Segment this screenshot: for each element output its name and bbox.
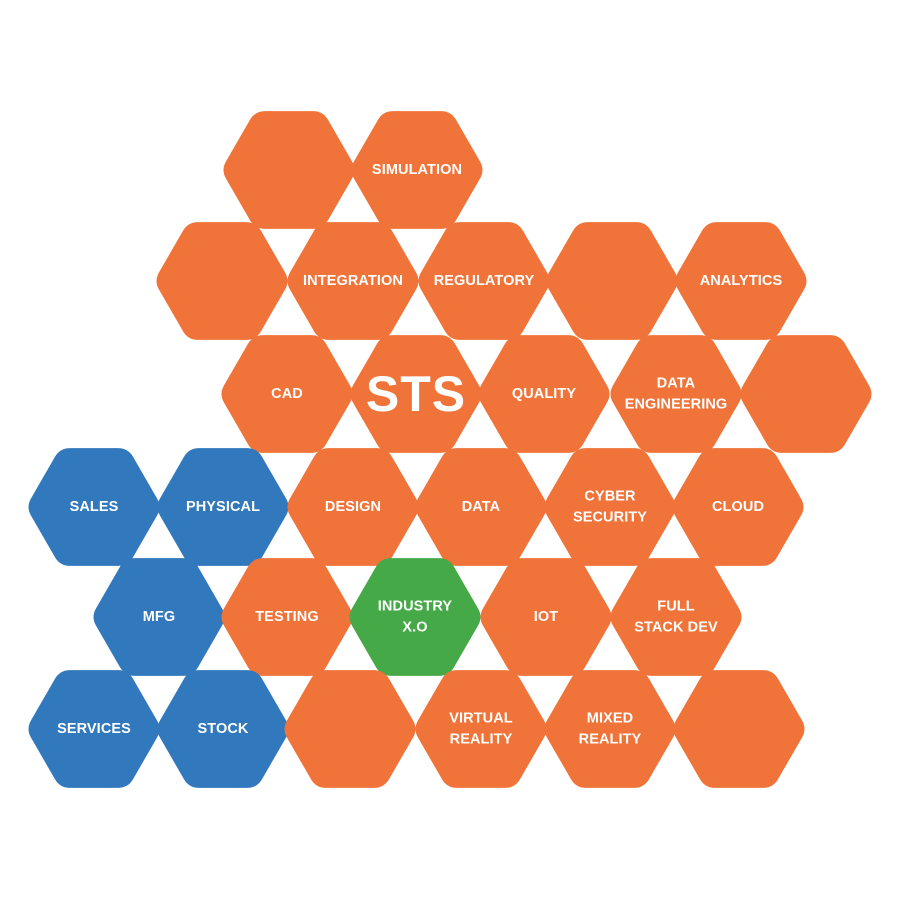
hex-shape (28, 448, 160, 566)
hex-blank-2 (156, 222, 288, 340)
hex-label: CLOUD (712, 499, 764, 515)
hex-label: DATA (657, 376, 696, 392)
hex-shape (287, 448, 419, 566)
hex-label: ENGINEERING (625, 397, 728, 413)
hex-iot: IOT (480, 558, 612, 676)
hex-mfg: MFG (93, 558, 225, 676)
hex-shape (610, 558, 742, 676)
hex-shape (351, 111, 483, 229)
hex-shape (672, 448, 804, 566)
hex-label: REALITY (579, 732, 642, 748)
hex-label: VIRTUAL (449, 711, 513, 727)
hex-label: QUALITY (512, 386, 577, 402)
hex-label: MIXED (587, 711, 633, 727)
hex-label: STACK DEV (634, 620, 718, 636)
hex-label: REGULATORY (434, 273, 535, 289)
hex-mixed-reality: MIXED REALITY (544, 670, 676, 788)
hex-label: SIMULATION (372, 162, 462, 178)
hex-shape (740, 335, 872, 453)
hex-shape (673, 670, 805, 788)
hex-shape (480, 558, 612, 676)
hex-shape (93, 558, 225, 676)
hex-shape (156, 222, 288, 340)
hex-cyber-security: CYBER SECURITY (544, 448, 676, 566)
hex-label: CAD (271, 386, 303, 402)
hex-full-stack-dev: FULL STACK DEV (610, 558, 742, 676)
hex-label: STOCK (198, 721, 249, 737)
hex-label: REALITY (450, 732, 513, 748)
hex-label: DESIGN (325, 499, 381, 515)
hex-data-engineering: DATA ENGINEERING (610, 335, 742, 453)
hex-quality: QUALITY (478, 335, 610, 453)
hex-label: SERVICES (57, 721, 131, 737)
hex-shape (544, 448, 676, 566)
hex-shape (349, 558, 481, 676)
hex-shape (675, 222, 807, 340)
hex-label: TESTING (255, 609, 319, 625)
hex-simulation: SIMULATION (351, 111, 483, 229)
hex-analytics: ANALYTICS (675, 222, 807, 340)
hex-label: INTEGRATION (303, 273, 403, 289)
hex-label: MFG (143, 609, 176, 625)
hex-shape (221, 335, 353, 453)
hex-label: FULL (657, 599, 694, 615)
hex-blank-5 (284, 670, 416, 788)
hex-label: CYBER (584, 489, 636, 505)
hex-label: SALES (70, 499, 119, 515)
hex-industry-xo: INDUSTRY X.O (349, 558, 481, 676)
hex-shape (287, 222, 419, 340)
hex-shape (221, 558, 353, 676)
hex-sales: SALES (28, 448, 160, 566)
hex-label: ANALYTICS (700, 273, 783, 289)
hex-label: PHYSICAL (186, 499, 260, 515)
hex-label: IOT (534, 609, 559, 625)
hex-shape (223, 111, 355, 229)
hex-cad: CAD (221, 335, 353, 453)
hex-blank-3 (546, 222, 678, 340)
hex-cloud: CLOUD (672, 448, 804, 566)
hex-stock: STOCK (157, 670, 289, 788)
hex-blank-4 (740, 335, 872, 453)
hex-label: STS (366, 366, 466, 422)
hex-shape (546, 222, 678, 340)
hex-label: SECURITY (573, 510, 647, 526)
hex-shape (157, 670, 289, 788)
hex-testing: TESTING (221, 558, 353, 676)
hex-blank-6 (673, 670, 805, 788)
hex-shape (610, 335, 742, 453)
hex-physical: PHYSICAL (157, 448, 289, 566)
hex-shape (157, 448, 289, 566)
hex-shape (28, 670, 160, 788)
hex-label: X.O (402, 620, 427, 636)
hex-shape (478, 335, 610, 453)
hex-label: DATA (462, 499, 501, 515)
hex-data: DATA (415, 448, 547, 566)
hex-services: SERVICES (28, 670, 160, 788)
hex-regulatory: REGULATORY (418, 222, 550, 340)
hex-sts: STS (350, 335, 482, 453)
hex-label: INDUSTRY (378, 599, 453, 615)
hex-shape (418, 222, 550, 340)
hex-shape (415, 670, 547, 788)
hex-design: DESIGN (287, 448, 419, 566)
hex-shape (544, 670, 676, 788)
hex-blank-1 (223, 111, 355, 229)
hex-shape (350, 335, 482, 453)
hex-integration: INTEGRATION (287, 222, 419, 340)
hex-shape (415, 448, 547, 566)
hex-shape (284, 670, 416, 788)
hex-virtual-reality: VIRTUAL REALITY (415, 670, 547, 788)
